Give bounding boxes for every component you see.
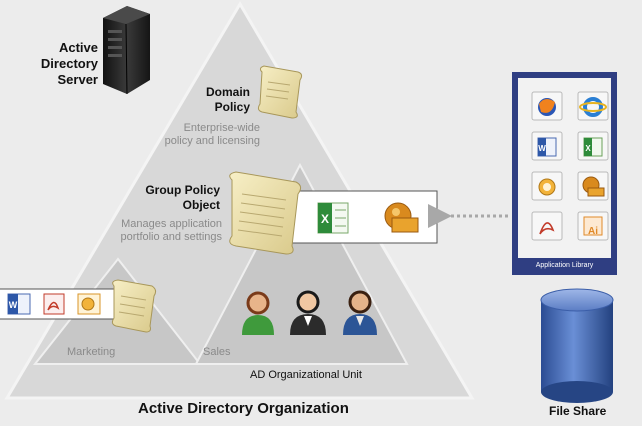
domain-policy-description: Enterprise-wide policy and licensing [150,122,260,148]
domain-policy-title-line1: Domain [205,85,250,99]
library-acrobat-icon [531,211,563,241]
library-outlook-icon [531,171,563,201]
svg-text:X: X [585,144,591,153]
marketing-label: Marketing [67,346,116,358]
file-share-label: File Share [549,404,607,418]
library-excel-icon: X [577,131,609,161]
svg-text:X: X [321,212,329,226]
library-firefox-icon [531,91,563,121]
svg-text:W: W [9,300,18,310]
marketing-word-icon: W [7,293,31,315]
sales-triangle [194,162,409,365]
user-male-blue-icon [343,290,377,335]
domain-policy-desc-line2: policy and licensing [164,135,260,147]
domain-policy-title: Domain Policy [180,85,250,115]
marketing-scroll-icon [111,279,157,333]
library-hardware-app-icon [577,171,609,201]
organization-label: Active Directory Organization [138,400,349,417]
gpo-title-line2: Object [182,198,220,212]
domain-policy-title-line2: Policy [214,100,250,114]
user-male-dark-icon [290,290,326,335]
gpo-hardware-app-icon [384,202,419,233]
application-library-label: Application Library [535,262,594,269]
server-icon [103,6,150,95]
gpo-desc-line1: Manages application [121,218,222,230]
library-word-icon: W [531,131,563,161]
gpo-title-line1: Group Policy [145,183,220,197]
library-illustrator-icon [577,211,609,241]
sales-label: Sales [203,346,231,358]
marketing-outlook-icon [77,293,101,315]
gpo-title: Group Policy Object [130,183,220,213]
marketing-acrobat-icon [43,293,65,315]
file-share-cylinder-icon [540,288,614,403]
gpo-scroll-icon [229,171,302,255]
svg-text:W: W [538,144,546,153]
server-label: Active Directory Server [6,40,98,88]
domain-policy-scroll-icon [257,65,303,119]
library-internet-explorer-icon [577,91,609,121]
server-label-line2: Server [57,72,98,87]
gpo-callout-box [291,190,438,244]
user-female-icon [242,291,274,335]
gpo-desc-line2: portfolio and settings [120,231,222,243]
server-label-line1: Active Directory [40,40,98,71]
gpo-excel-icon: X [317,202,349,234]
domain-policy-desc-line1: Enterprise-wide [183,122,260,134]
ou-label: AD Organizational Unit [250,369,362,381]
illustrator-icon-text: Ai [588,226,598,237]
gpo-description: Manages application portfolio and settin… [110,218,222,244]
